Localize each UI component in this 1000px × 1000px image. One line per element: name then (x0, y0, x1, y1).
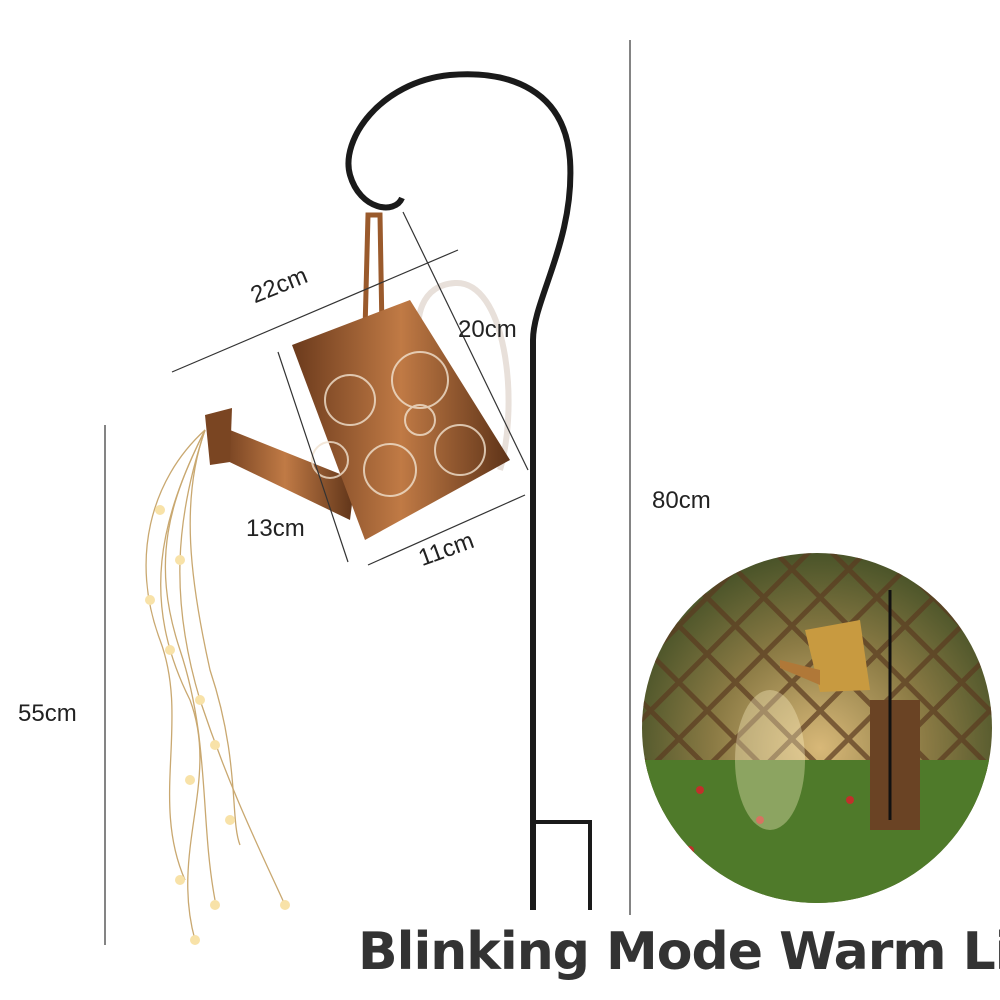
fairy-lights (145, 429, 286, 941)
dimension-height-can: 20cm (458, 316, 517, 343)
spout (215, 430, 355, 520)
dimension-height-side: 13cm (246, 515, 305, 542)
dimension-light-length: 55cm (18, 700, 77, 727)
inset-photo (642, 553, 992, 903)
caption: Blinking Mode Warm Light (358, 922, 1000, 982)
stake-fork (535, 820, 592, 910)
dimension-height-total: 80cm (652, 487, 711, 514)
shepherd-hook (345, 71, 574, 910)
watering-can (292, 300, 510, 540)
